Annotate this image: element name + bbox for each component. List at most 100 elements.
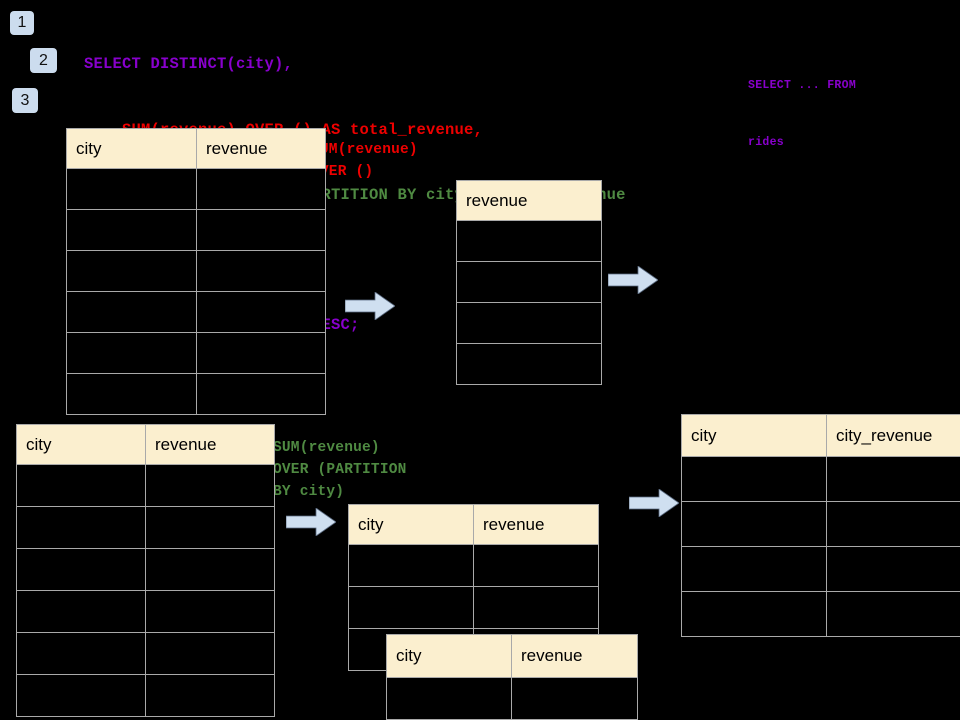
step-badge-2-label: 2 xyxy=(39,51,48,69)
cell xyxy=(196,209,326,251)
table-row-header: city revenue xyxy=(386,634,638,678)
cell xyxy=(826,546,960,592)
column-header-city: city xyxy=(386,634,512,678)
column-header-city-revenue: city_revenue xyxy=(826,414,960,457)
arrow-total-to-result xyxy=(608,266,658,294)
cell xyxy=(16,464,146,507)
cell xyxy=(196,332,326,374)
cell xyxy=(145,506,275,549)
column-header-city: city xyxy=(16,424,146,465)
cell xyxy=(826,591,960,637)
cell xyxy=(16,632,146,675)
cell xyxy=(145,632,275,675)
cell xyxy=(456,302,602,344)
cell xyxy=(456,220,602,262)
cell xyxy=(511,677,638,720)
cell xyxy=(145,548,275,591)
table-row xyxy=(16,674,275,717)
column-header-city: city xyxy=(348,504,474,545)
cell xyxy=(348,586,474,629)
table-row xyxy=(348,586,599,629)
cell xyxy=(16,506,146,549)
table-source-bottom: city revenue xyxy=(16,424,275,717)
table-row xyxy=(16,548,275,591)
column-header-revenue: revenue xyxy=(196,128,326,169)
step-badge-3-label: 3 xyxy=(20,91,30,109)
table-row xyxy=(386,677,638,720)
column-header-city: city xyxy=(681,414,827,457)
cell xyxy=(66,209,197,251)
cell xyxy=(145,590,275,633)
side-note-select-from: SELECT ... FROM rides xyxy=(748,38,856,190)
table-row-header: city city_revenue xyxy=(681,414,960,457)
table-result: city city_revenue xyxy=(681,414,960,637)
step-badge-3: 3 xyxy=(12,88,38,113)
arrow-source-to-total xyxy=(345,292,395,320)
table-row-header: city revenue xyxy=(66,128,326,169)
column-header-revenue: revenue xyxy=(456,180,602,221)
column-header-city: city xyxy=(66,128,197,169)
side-note-line-2: rides xyxy=(748,136,785,149)
cell xyxy=(386,677,512,720)
cell xyxy=(456,343,602,385)
cell xyxy=(348,544,474,587)
table-row xyxy=(66,332,326,374)
table-row-header: revenue xyxy=(456,180,602,221)
arrow-partition-to-result xyxy=(629,489,679,517)
cell xyxy=(66,250,197,292)
step-badge-1-label: 1 xyxy=(17,14,27,31)
cell xyxy=(145,464,275,507)
table-row xyxy=(16,506,275,549)
cell xyxy=(681,501,827,547)
cell xyxy=(66,168,197,210)
cell xyxy=(66,332,197,374)
column-header-revenue: revenue xyxy=(145,424,275,465)
table-source-top: city revenue xyxy=(66,128,326,415)
table-row xyxy=(681,501,960,547)
table-row xyxy=(681,546,960,592)
table-row xyxy=(456,261,602,303)
table-row xyxy=(16,590,275,633)
cell xyxy=(16,548,146,591)
table-row xyxy=(66,168,326,210)
cell xyxy=(826,501,960,547)
table-row xyxy=(66,291,326,333)
cell xyxy=(16,590,146,633)
annotation-over-partition: SUM(revenue) OVER (PARTITION BY city) xyxy=(273,440,407,500)
cell xyxy=(473,544,599,587)
cell xyxy=(66,373,197,415)
cell xyxy=(16,674,146,717)
cell xyxy=(196,291,326,333)
cell xyxy=(196,373,326,415)
cell xyxy=(66,291,197,333)
cell xyxy=(681,456,827,502)
table-row xyxy=(66,209,326,251)
table-row xyxy=(66,250,326,292)
step-badge-1: 1 xyxy=(10,11,34,35)
table-row xyxy=(456,220,602,262)
sql-line-select: SELECT DISTINCT(city), xyxy=(84,55,294,74)
table-row xyxy=(16,464,275,507)
table-row-header: city revenue xyxy=(348,504,599,545)
table-partition-back: city revenue xyxy=(348,504,599,671)
table-row xyxy=(456,343,602,385)
cell xyxy=(456,261,602,303)
annotation-over-empty: SUM(revenue) OVER () xyxy=(311,142,418,180)
column-header-revenue: revenue xyxy=(511,634,638,678)
cell xyxy=(473,586,599,629)
cell xyxy=(196,250,326,292)
table-row xyxy=(66,373,326,415)
table-partition-front: city revenue xyxy=(386,634,638,720)
cell xyxy=(681,591,827,637)
table-row xyxy=(681,591,960,637)
table-total-revenue: revenue xyxy=(456,180,602,385)
column-header-revenue: revenue xyxy=(473,504,599,545)
cell xyxy=(196,168,326,210)
table-row xyxy=(681,456,960,502)
table-row xyxy=(456,302,602,344)
step-badge-2: 2 xyxy=(30,48,57,73)
cell xyxy=(681,546,827,592)
table-row xyxy=(348,544,599,587)
table-row xyxy=(16,632,275,675)
table-row-header: city revenue xyxy=(16,424,275,465)
